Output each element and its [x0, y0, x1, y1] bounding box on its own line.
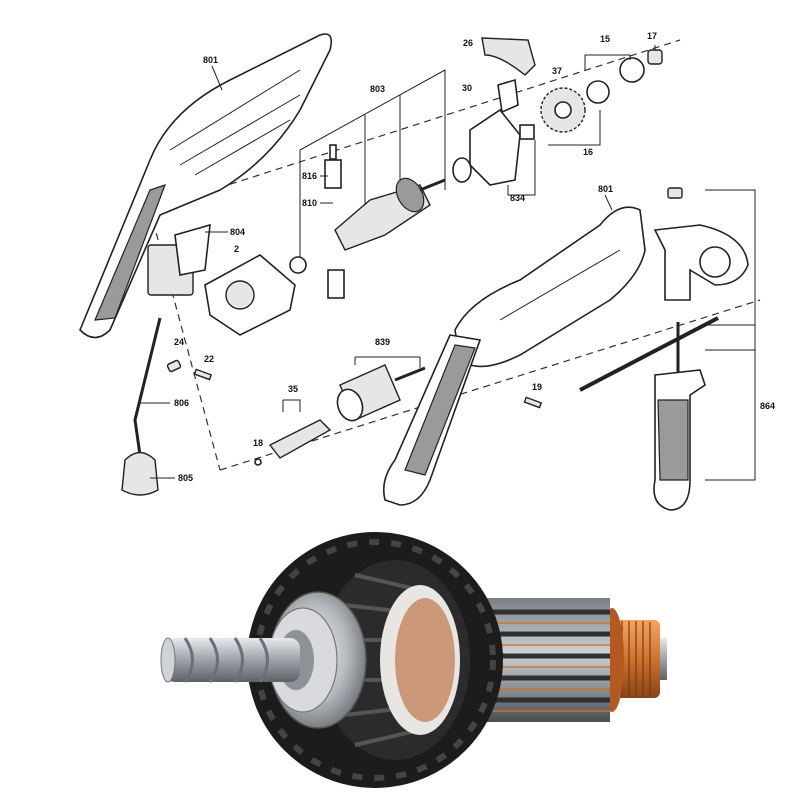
part-label-37: 37	[552, 66, 562, 76]
part-label-16: 16	[583, 147, 593, 157]
nut-17	[647, 49, 663, 65]
part-label-22: 22	[204, 354, 214, 364]
part-label-17: 17	[647, 31, 657, 41]
stator-2	[204, 254, 296, 336]
helical-shaft	[160, 637, 300, 683]
bearing-15	[586, 80, 610, 104]
part-label-30: 30	[462, 83, 472, 93]
gear-cover-26	[481, 37, 536, 76]
part-label-19: 19	[532, 382, 542, 392]
part-label-801: 801	[203, 55, 218, 65]
spindle-35	[268, 419, 332, 459]
gear-37	[540, 87, 586, 133]
switch-804	[147, 223, 211, 296]
housing-half-left	[79, 33, 333, 339]
assembly-frame	[149, 39, 761, 471]
washer-18	[254, 458, 262, 466]
exploded-parts-diagram: 801 803 816 810 804 2 24 22 806 805 26 3…	[79, 31, 775, 511]
drill-body-801	[382, 206, 646, 506]
part-label-839: 839	[375, 337, 390, 347]
part-label-24: 24	[174, 337, 184, 347]
part-label-816: 816	[302, 171, 317, 181]
screw-22	[193, 368, 213, 381]
screw-19	[523, 396, 543, 409]
part-label-2: 2	[234, 244, 239, 254]
armature-803	[289, 177, 446, 274]
power-cord-806	[121, 317, 162, 496]
part-label-803: 803	[370, 84, 385, 94]
bearing-15b	[619, 57, 645, 83]
brush-holder-816	[324, 144, 345, 299]
part-label-35: 35	[288, 384, 298, 394]
gear-housing-834	[469, 108, 521, 186]
part-label-15: 15	[600, 34, 610, 44]
part-label-810: 810	[302, 198, 317, 208]
part-label-804: 804	[230, 227, 245, 237]
part-label-806: 806	[174, 398, 189, 408]
part-label-26: 26	[463, 38, 473, 48]
part-label-805: 805	[178, 473, 193, 483]
chuck-839	[336, 364, 426, 422]
bearing	[452, 157, 472, 183]
brush-24	[166, 359, 182, 373]
part-label-864: 864	[760, 401, 775, 411]
bracket-30	[497, 78, 519, 114]
armature-photo	[160, 532, 667, 788]
bushing	[519, 124, 535, 140]
part-label-834: 834	[510, 193, 525, 203]
part-label-18: 18	[253, 438, 263, 448]
part-label-801b: 801	[598, 184, 613, 194]
auxiliary-handle-864	[579, 187, 749, 511]
